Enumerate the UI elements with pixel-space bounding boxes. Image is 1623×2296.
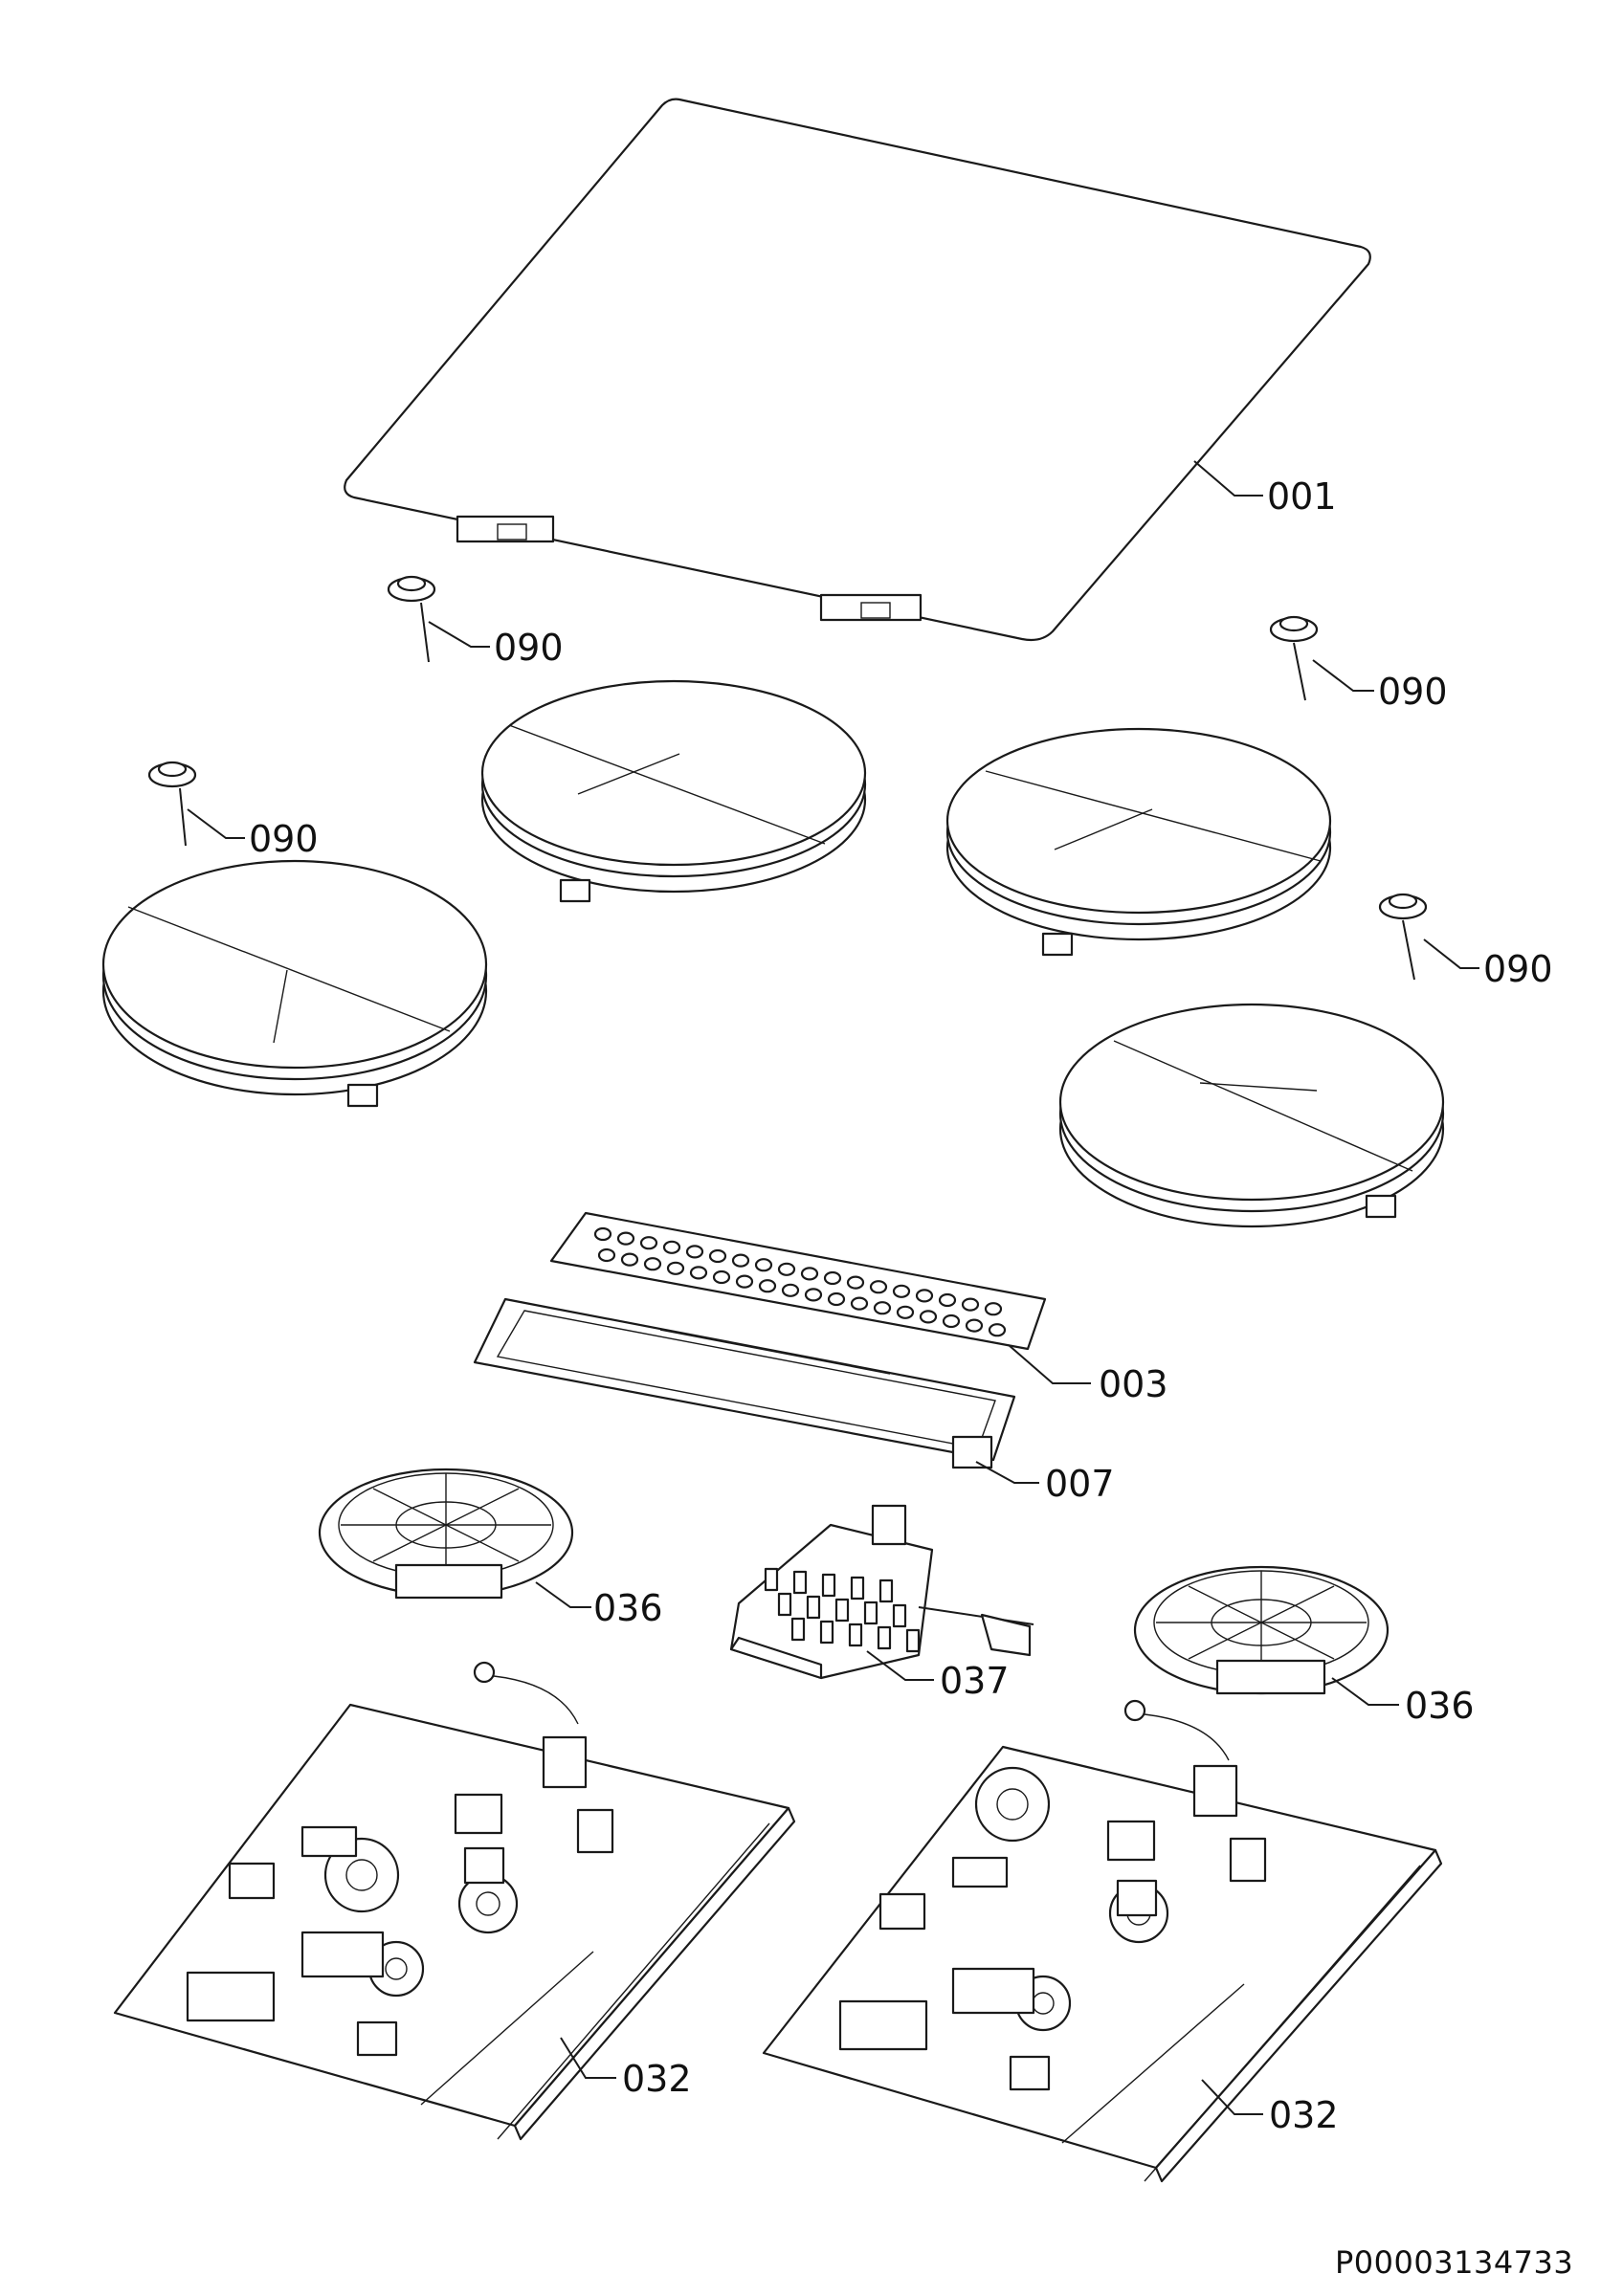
touch-key <box>965 1318 984 1333</box>
touch-key <box>892 1284 911 1298</box>
drawing-reference-code: P00003134733 <box>1335 2244 1574 2281</box>
touch-key <box>708 1248 727 1264</box>
callout-090-c: 090 <box>1378 671 1448 713</box>
touch-key <box>639 1236 658 1250</box>
touch-key <box>896 1305 915 1319</box>
terminal-pin <box>850 1576 865 1601</box>
terminal-pin <box>834 1598 850 1623</box>
touch-key <box>597 1247 616 1263</box>
touch-key <box>662 1240 681 1254</box>
touch-key <box>643 1257 662 1271</box>
terminal-pin <box>806 1595 821 1620</box>
induction-coil-top-right <box>945 727 1332 957</box>
cooling-fan-left-part <box>318 1468 574 1600</box>
touch-key <box>919 1310 938 1324</box>
touch-key <box>620 1252 639 1267</box>
terminal-block-part <box>729 1504 1034 1680</box>
touch-key <box>846 1275 865 1290</box>
touch-key <box>850 1296 869 1311</box>
terminal-pin <box>848 1623 863 1647</box>
terminal-pin <box>892 1603 907 1628</box>
cooling-fan-right-part <box>1133 1565 1390 1695</box>
terminal-pin <box>764 1567 779 1592</box>
callout-090-a: 090 <box>494 627 564 669</box>
terminal-pin <box>790 1617 806 1642</box>
touch-key <box>873 1301 892 1315</box>
touch-key <box>735 1274 754 1289</box>
terminal-pin <box>777 1592 792 1617</box>
touch-key <box>804 1288 823 1302</box>
touch-key <box>731 1253 750 1268</box>
touch-key <box>984 1302 1003 1316</box>
control-frame-part <box>473 1297 1016 1469</box>
touch-key <box>616 1231 635 1246</box>
touch-key <box>689 1266 708 1280</box>
touch-key <box>712 1269 731 1285</box>
touch-key <box>823 1270 842 1286</box>
touch-key <box>781 1283 800 1297</box>
touch-key <box>961 1297 980 1312</box>
callout-037: 037 <box>940 1660 1010 1702</box>
touch-key <box>938 1292 957 1308</box>
coil-support-part-1 <box>387 575 436 663</box>
touch-key <box>685 1245 704 1259</box>
callout-007: 007 <box>1045 1463 1115 1505</box>
callout-036-b: 036 <box>1405 1685 1475 1727</box>
touch-key <box>754 1258 773 1272</box>
touch-key <box>869 1280 888 1294</box>
touch-key <box>758 1279 777 1293</box>
power-board-left-part <box>113 1661 796 2141</box>
touch-key <box>777 1262 796 1276</box>
terminal-pin <box>877 1625 892 1650</box>
terminal-pins <box>764 1567 921 1653</box>
touch-key-row <box>593 1226 1007 1337</box>
coil-support-part-3 <box>1269 615 1319 701</box>
callout-001: 001 <box>1267 475 1337 518</box>
induction-coil-right <box>1058 1003 1445 1228</box>
induction-coil-left <box>101 859 488 1108</box>
coil-support-part-2 <box>147 761 197 847</box>
terminal-pin <box>905 1628 921 1653</box>
touch-key <box>593 1226 612 1242</box>
callout-036-a: 036 <box>593 1587 663 1629</box>
callout-032-b: 032 <box>1269 2094 1339 2136</box>
callout-032-a: 032 <box>622 2058 692 2100</box>
touch-key <box>800 1267 819 1281</box>
terminal-pin <box>819 1620 834 1645</box>
terminal-pin <box>821 1573 836 1598</box>
touch-key <box>942 1314 961 1329</box>
glass-top-part <box>344 98 1371 642</box>
touch-key <box>827 1292 846 1307</box>
terminal-pin <box>878 1578 894 1603</box>
power-board-right-part <box>762 1699 1443 2183</box>
terminal-pin <box>863 1601 878 1625</box>
callout-090-b: 090 <box>249 818 319 860</box>
control-board-part <box>549 1211 1047 1351</box>
touch-key <box>988 1323 1007 1337</box>
terminal-pin <box>792 1570 808 1595</box>
callout-090-d: 090 <box>1483 948 1553 990</box>
callout-003: 003 <box>1099 1363 1168 1405</box>
touch-key <box>915 1289 934 1303</box>
induction-coil-top-left <box>480 679 867 903</box>
touch-key <box>666 1261 685 1275</box>
coil-support-part-4 <box>1378 893 1428 981</box>
